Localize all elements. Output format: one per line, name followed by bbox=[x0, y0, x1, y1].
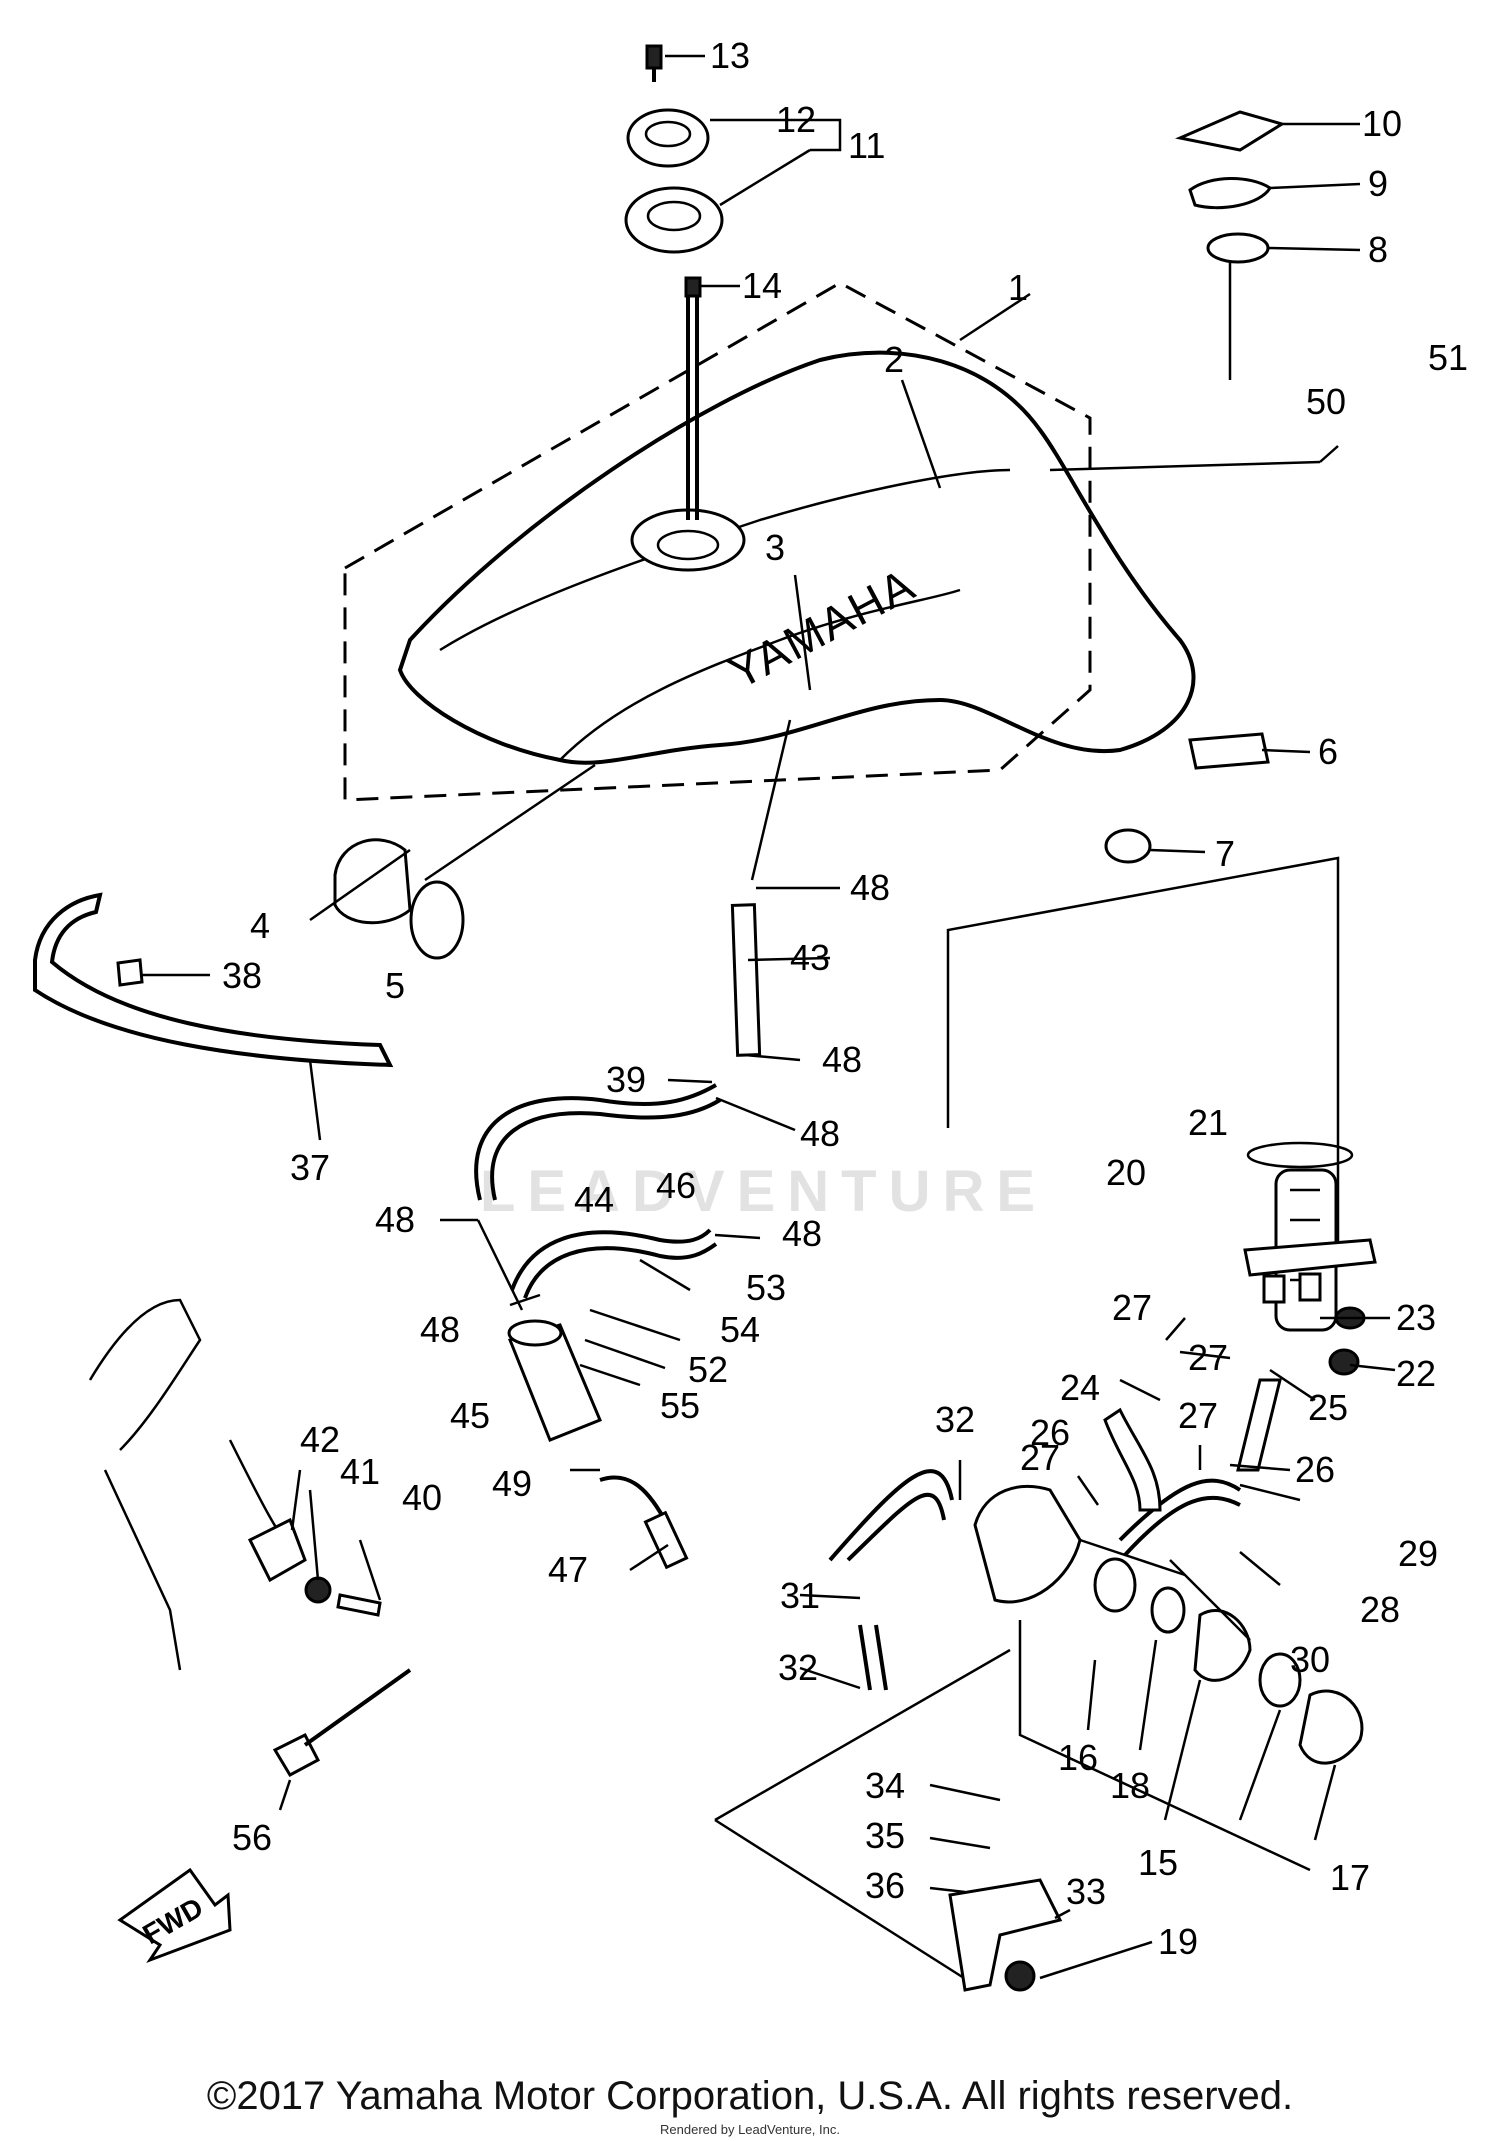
callout-17: 17 bbox=[1330, 1857, 1370, 1898]
callout-32-b: 32 bbox=[778, 1647, 818, 1688]
callout-53: 53 bbox=[746, 1267, 786, 1308]
rendered-by-credit: Rendered by LeadVenture, Inc. bbox=[660, 2122, 840, 2137]
callout-5: 5 bbox=[385, 965, 405, 1006]
callout-27: 27 bbox=[1112, 1287, 1152, 1328]
callout-38: 38 bbox=[222, 955, 262, 996]
fuel-cap-parts bbox=[624, 44, 724, 520]
callout-48-e: 48 bbox=[782, 1213, 822, 1254]
callout-25: 25 bbox=[1308, 1387, 1348, 1428]
callout-56: 56 bbox=[232, 1817, 272, 1858]
callout-12: 12 bbox=[776, 99, 816, 140]
callout-52: 52 bbox=[688, 1349, 728, 1390]
callout-18: 18 bbox=[1110, 1765, 1150, 1806]
callout-43: 43 bbox=[790, 937, 830, 978]
callout-49: 49 bbox=[492, 1463, 532, 1504]
copyright-notice: ©2017 Yamaha Motor Corporation, U.S.A. A… bbox=[206, 2074, 1294, 2118]
callout-28: 28 bbox=[1360, 1589, 1400, 1630]
callout-1: 1 bbox=[1008, 267, 1028, 308]
callout-6: 6 bbox=[1318, 731, 1338, 772]
watermark: LEADVENTURE bbox=[480, 1159, 1048, 1224]
callout-9: 9 bbox=[1368, 163, 1388, 204]
callout-27-c: 27 bbox=[1178, 1395, 1218, 1436]
top-right-parts bbox=[1175, 110, 1286, 380]
callout-48-f: 48 bbox=[420, 1309, 460, 1350]
callout-48-d: 48 bbox=[375, 1199, 415, 1240]
callout-47: 47 bbox=[548, 1549, 588, 1590]
callout-16: 16 bbox=[1058, 1737, 1098, 1778]
callout-27-d: 27 bbox=[1020, 1437, 1060, 1478]
callout-13: 13 bbox=[710, 35, 750, 76]
callout-45: 45 bbox=[450, 1395, 490, 1436]
callout-33: 33 bbox=[1066, 1871, 1106, 1912]
callout-39: 39 bbox=[606, 1059, 646, 1100]
callout-51: 51 bbox=[1428, 337, 1468, 378]
leader-lines bbox=[140, 54, 1396, 1980]
frame-section: FWD bbox=[88, 1298, 412, 1964]
callout-23: 23 bbox=[1396, 1297, 1436, 1338]
callout-labels: 1 2 3 4 5 6 7 8 9 10 11 12 13 14 15 16 1… bbox=[222, 35, 1468, 1962]
trim-strip bbox=[33, 892, 394, 1068]
misc-parts bbox=[116, 732, 1270, 987]
callout-14: 14 bbox=[742, 265, 782, 306]
tank-brand-text: YAMAHA bbox=[720, 558, 924, 699]
callout-31: 31 bbox=[780, 1575, 820, 1616]
callout-34: 34 bbox=[865, 1765, 905, 1806]
callout-19: 19 bbox=[1158, 1921, 1198, 1962]
callout-48-c: 48 bbox=[800, 1113, 840, 1154]
fuel-cock bbox=[714, 1484, 1364, 1992]
callout-11: 11 bbox=[848, 125, 885, 166]
callout-48: 48 bbox=[850, 867, 890, 908]
callout-20: 20 bbox=[1106, 1152, 1146, 1193]
callout-26: 26 bbox=[1030, 1412, 1070, 1453]
callout-29: 29 bbox=[1398, 1533, 1438, 1574]
callout-10: 10 bbox=[1362, 103, 1402, 144]
callout-46: 46 bbox=[656, 1165, 696, 1206]
callout-41: 41 bbox=[340, 1451, 380, 1492]
callout-3: 3 bbox=[765, 527, 785, 568]
callout-54: 54 bbox=[720, 1309, 760, 1350]
callout-55: 55 bbox=[660, 1385, 700, 1426]
callout-36: 36 bbox=[865, 1865, 905, 1906]
callout-8: 8 bbox=[1368, 229, 1388, 270]
callout-48-b: 48 bbox=[822, 1039, 862, 1080]
callout-44: 44 bbox=[574, 1179, 614, 1220]
callout-32: 32 bbox=[935, 1399, 975, 1440]
callout-2: 2 bbox=[884, 339, 904, 380]
fuel-tap-assembly bbox=[946, 856, 1377, 1376]
callout-24: 24 bbox=[1060, 1367, 1100, 1408]
callout-7: 7 bbox=[1215, 833, 1235, 874]
hoses bbox=[474, 719, 1282, 1691]
callout-22: 22 bbox=[1396, 1353, 1436, 1394]
callout-37: 37 bbox=[290, 1147, 330, 1188]
callout-4: 4 bbox=[250, 905, 270, 946]
callout-21: 21 bbox=[1188, 1102, 1228, 1143]
callout-30: 30 bbox=[1290, 1639, 1330, 1680]
callout-15: 15 bbox=[1138, 1842, 1178, 1883]
callout-50: 50 bbox=[1306, 381, 1346, 422]
callout-40: 40 bbox=[402, 1477, 442, 1518]
callout-26-b: 26 bbox=[1295, 1449, 1335, 1490]
callout-42: 42 bbox=[300, 1419, 340, 1460]
callout-35: 35 bbox=[865, 1815, 905, 1856]
callout-27-b: 27 bbox=[1188, 1337, 1228, 1378]
